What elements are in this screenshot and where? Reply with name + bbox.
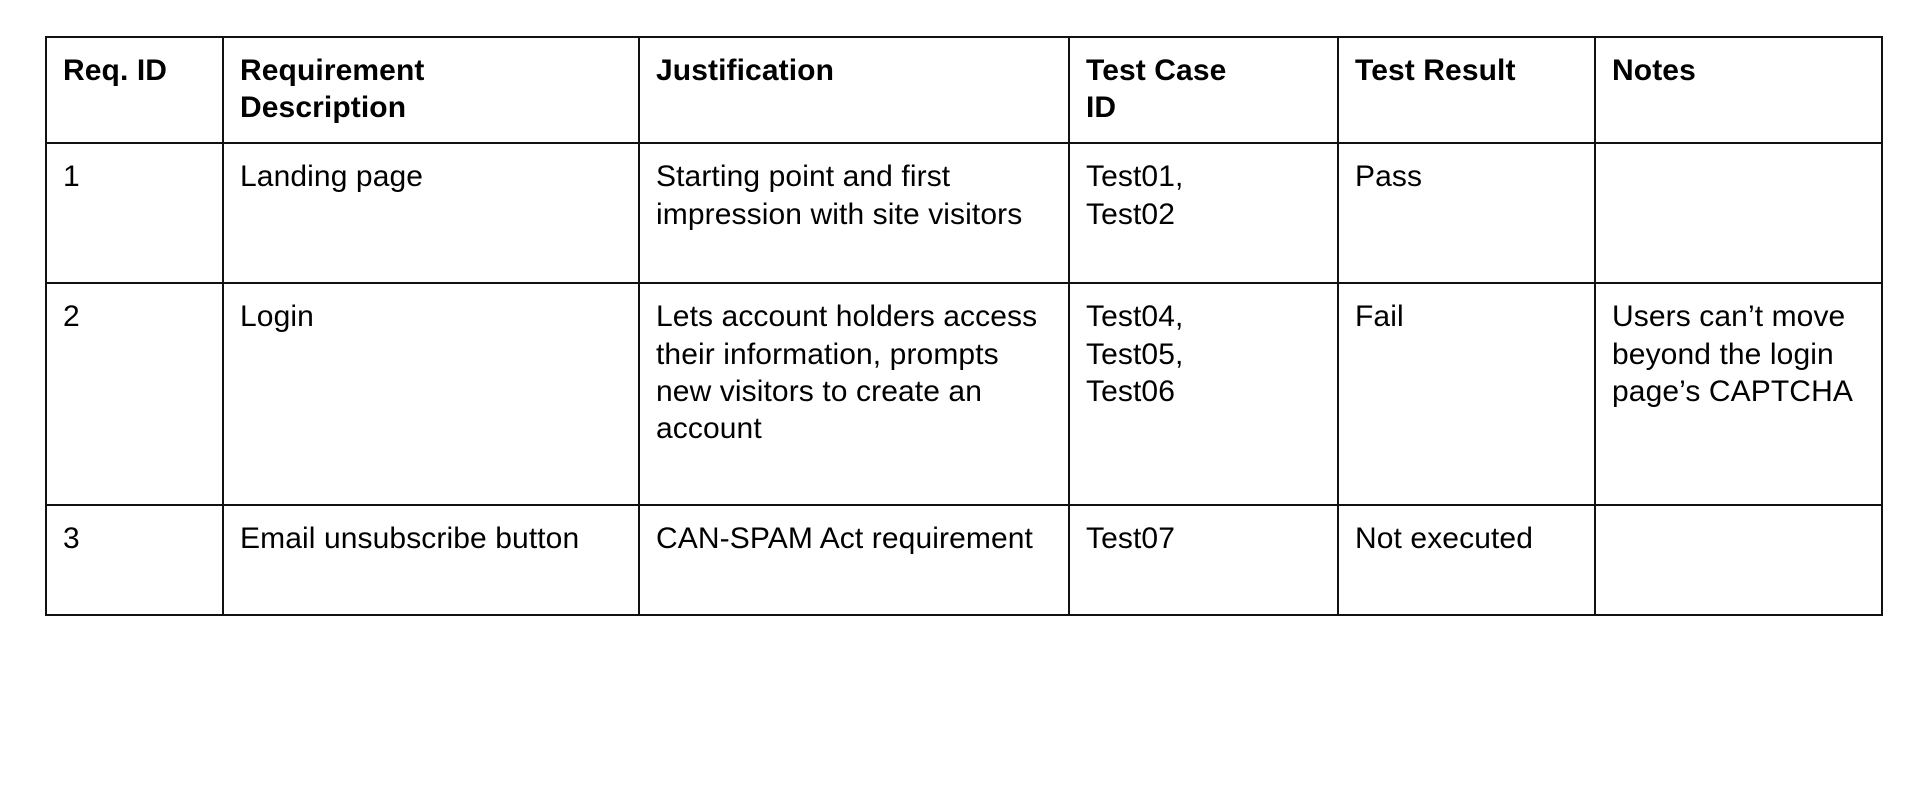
column-header-justification: Justification <box>638 35 1070 145</box>
column-header-test-result: Test Result <box>1337 35 1596 145</box>
table-header: Req. ID Requirement Description Justific… <box>45 35 1883 145</box>
cell-req-id: 1 <box>45 142 224 285</box>
table-body: 1 Landing page Starting point and first … <box>45 142 1883 617</box>
cell-notes: Users can’t move beyond the login page’s… <box>1594 282 1883 507</box>
cell-test-result: Not executed <box>1337 504 1596 617</box>
cell-justification: CAN-SPAM Act requirement <box>638 504 1070 617</box>
column-header-test-case-id: Test Case ID <box>1068 35 1339 145</box>
cell-justification: Lets account holders access their inform… <box>638 282 1070 507</box>
cell-justification: Starting point and first impression with… <box>638 142 1070 285</box>
cell-description: Email unsubscribe button <box>222 504 640 617</box>
column-header-notes: Notes <box>1594 35 1883 145</box>
cell-test-case-id: Test04, Test05, Test06 <box>1068 282 1339 507</box>
cell-test-result: Pass <box>1337 142 1596 285</box>
table-header-row: Req. ID Requirement Description Justific… <box>45 35 1883 145</box>
table-row: 2 Login Lets account holders access thei… <box>45 282 1883 507</box>
cell-req-id: 3 <box>45 504 224 617</box>
column-header-description: Requirement Description <box>222 35 640 145</box>
cell-notes <box>1594 504 1883 617</box>
cell-notes <box>1594 142 1883 285</box>
column-header-req-id: Req. ID <box>45 35 224 145</box>
cell-test-result: Fail <box>1337 282 1596 507</box>
cell-description: Landing page <box>222 142 640 285</box>
requirements-traceability-table: Req. ID Requirement Description Justific… <box>45 35 1883 617</box>
table-row: 1 Landing page Starting point and first … <box>45 142 1883 285</box>
cell-test-case-id: Test01, Test02 <box>1068 142 1339 285</box>
table-row: 3 Email unsubscribe button CAN-SPAM Act … <box>45 504 1883 617</box>
cell-description: Login <box>222 282 640 507</box>
requirements-traceability-table-wrapper: Req. ID Requirement Description Justific… <box>45 35 1883 617</box>
cell-req-id: 2 <box>45 282 224 507</box>
cell-test-case-id: Test07 <box>1068 504 1339 617</box>
